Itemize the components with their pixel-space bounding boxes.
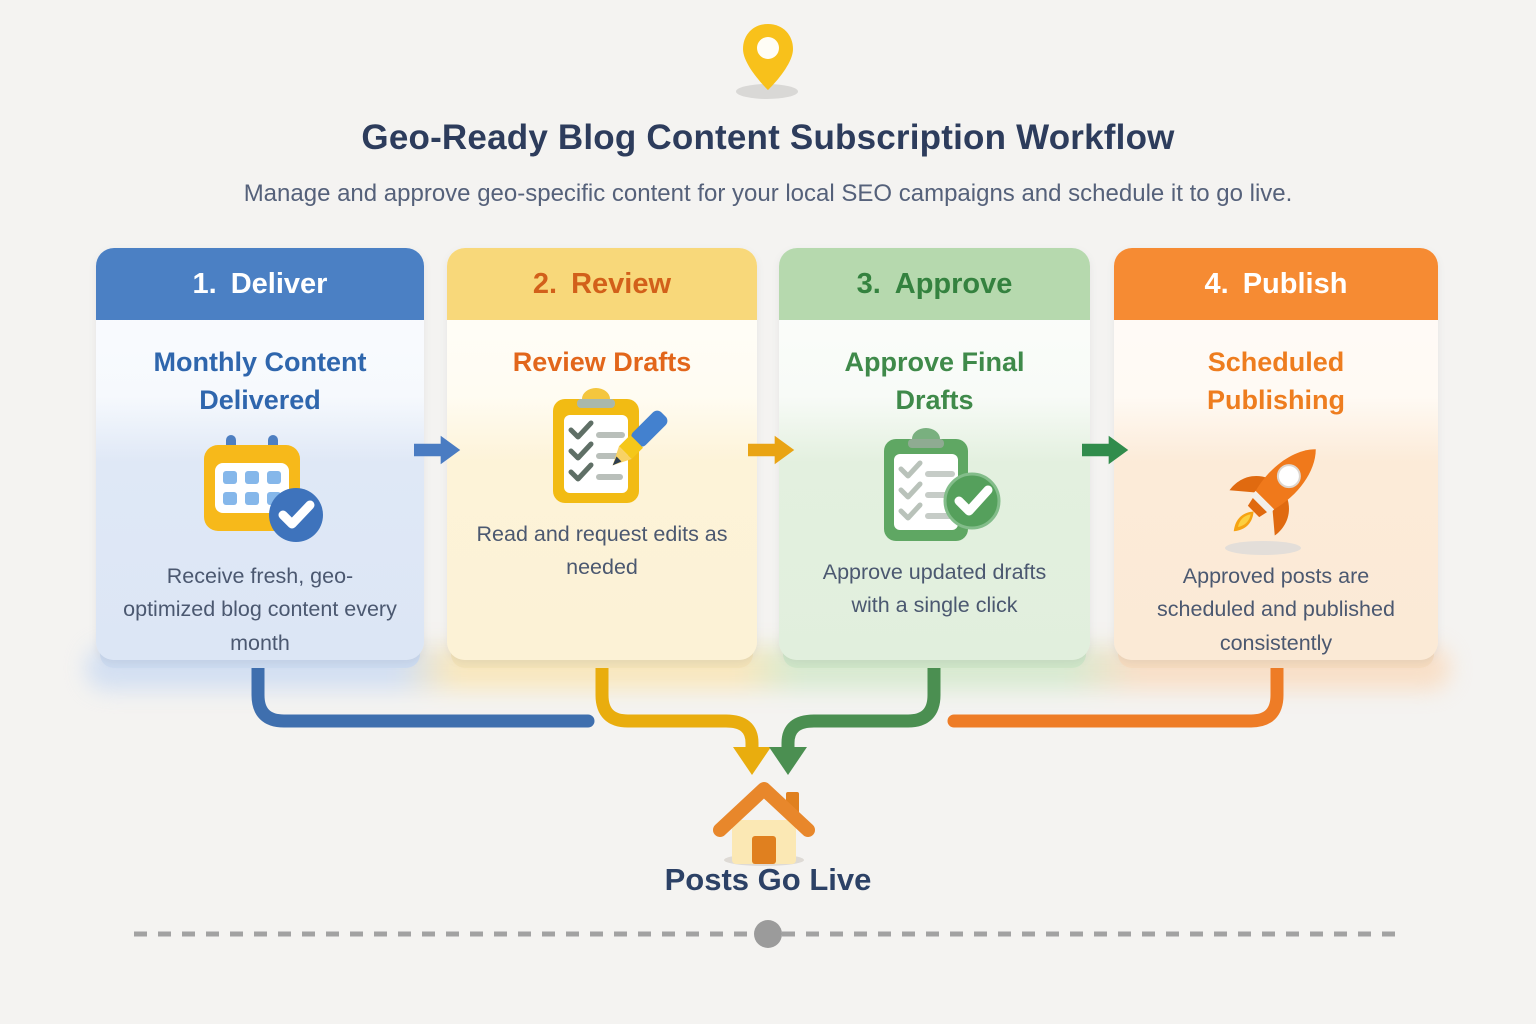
card-title-publish: Scheduled Publishing	[1207, 347, 1345, 415]
step-number: 2.	[532, 267, 558, 300]
step-number: 3.	[856, 267, 881, 300]
card-icon-wrap	[447, 378, 757, 518]
step-number: 4.	[1204, 267, 1229, 300]
card-description-approve: Approve updated drafts with a single cli…	[822, 559, 1047, 617]
card-icon-wrap	[1114, 422, 1438, 560]
step-number: 1.	[192, 267, 217, 300]
arrow-deliver-to-review-icon	[414, 435, 461, 465]
clipboard-check-icon	[883, 427, 1000, 541]
step-card-publish: 4. Publish Scheduled Publishing Approved…	[1114, 248, 1438, 660]
step-header-publish: 4. Publish	[1114, 248, 1438, 320]
step-card-approve: 3. Approve Approve Final Drafts Approve …	[779, 248, 1090, 660]
map-pin-icon	[743, 24, 793, 90]
step-label: Review	[571, 267, 672, 300]
clipboard-pencil-icon	[553, 387, 668, 503]
flow-connector-lines	[251, 655, 1284, 775]
timeline-dot	[754, 920, 782, 948]
page-title: Geo-Ready Blog Content Subscription Work…	[361, 118, 1175, 157]
page-subtitle: Manage and approve geo-specific content …	[243, 180, 1293, 207]
card-title-review: Review Drafts	[512, 347, 692, 377]
step-card-deliver: 1. Deliver Monthly Content Delivered Rec…	[96, 248, 424, 660]
arrow-approve-to-publish-icon	[1082, 435, 1129, 465]
step-header-review: 2. Review	[447, 248, 757, 320]
calendar-check-icon	[204, 434, 323, 542]
step-header-deliver: 1. Deliver	[96, 248, 424, 320]
card-icon-wrap	[96, 422, 424, 560]
house-icon	[713, 782, 815, 866]
step-header-approve: 3. Approve	[779, 248, 1090, 320]
card-description-publish: Approved posts are scheduled and publish…	[1157, 564, 1395, 655]
step-label: Publish	[1242, 267, 1348, 300]
step-label: Approve	[894, 267, 1013, 300]
card-description-review: Read and request edits as needed	[476, 521, 728, 580]
card-icon-wrap	[779, 416, 1090, 556]
step-card-review: 2. Review Review Drafts	[447, 248, 757, 660]
card-description-deliver: Receive fresh, geo-optimized blog conten…	[123, 564, 397, 655]
card-title-deliver: Monthly Content Delivered	[153, 347, 367, 415]
card-title-approve: Approve Final Drafts	[844, 347, 1025, 415]
result-label: Posts Go Live	[664, 862, 872, 897]
timeline-dashed-line	[134, 920, 1404, 948]
map-pin-shadow	[736, 84, 798, 99]
arrow-review-to-approve-icon	[748, 435, 795, 465]
step-label: Deliver	[230, 267, 328, 300]
rocket-icon	[1225, 449, 1316, 555]
